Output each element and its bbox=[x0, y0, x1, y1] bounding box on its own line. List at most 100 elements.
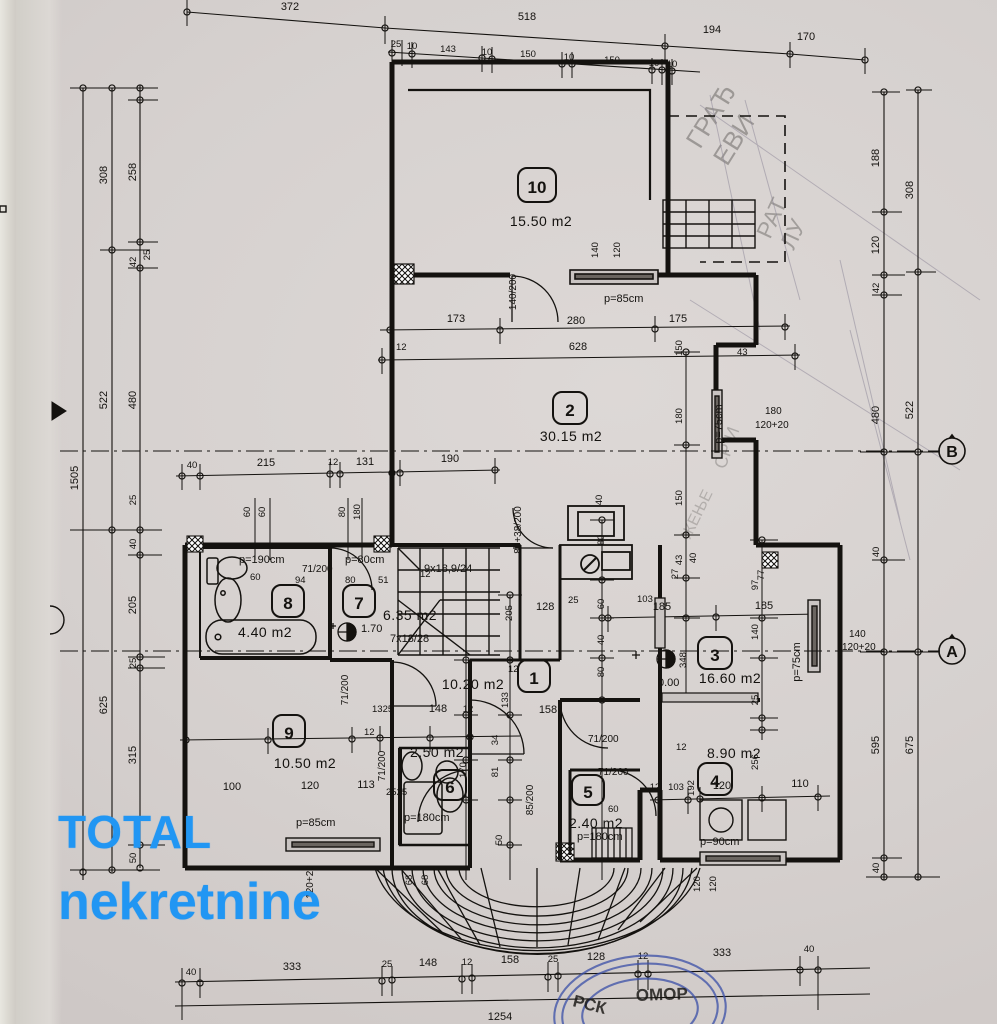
dim-v-40c: 40 bbox=[594, 495, 605, 506]
dim-bottom-25b: 25 bbox=[548, 954, 559, 965]
room-number-3: 3 bbox=[710, 646, 719, 665]
dim-v-140b: 140 bbox=[590, 242, 601, 258]
room-area-3: 16.60 m2 bbox=[699, 670, 761, 686]
room-label-10: 10 15.50 m2 bbox=[510, 167, 572, 229]
note-12-c: 12 bbox=[364, 727, 375, 738]
dim-v-60: 60 bbox=[596, 599, 607, 610]
dim-left-625: 625 bbox=[98, 696, 110, 714]
note-71-200-a: 71/200 bbox=[302, 564, 333, 575]
dim-int-256: 256 bbox=[750, 754, 761, 770]
dim-top-in-10a: 10 bbox=[407, 41, 418, 52]
dim-v-81: 81 bbox=[490, 767, 501, 778]
note-level-170: 1.70 bbox=[361, 623, 382, 635]
room-label-3: 3 16.60 m2 bbox=[697, 636, 761, 686]
room-number-8: 8 bbox=[283, 594, 292, 613]
note-71-200-d: 71/200 bbox=[598, 767, 629, 778]
dim-ticks-top-outer bbox=[183, 0, 869, 74]
note-120-e: 120 bbox=[708, 876, 719, 892]
room-number-10: 10 bbox=[528, 178, 547, 197]
note-25-mid: 25 bbox=[568, 595, 579, 606]
dim-v-205: 205 bbox=[504, 605, 515, 621]
dim-60a: 60 bbox=[242, 507, 253, 518]
dim-v-43: 43 bbox=[674, 555, 685, 566]
dim-v-170: 170 bbox=[458, 762, 469, 778]
dim-left-40: 40 bbox=[128, 539, 139, 550]
note-60-a: 60 bbox=[250, 572, 261, 583]
dim-left-205: 205 bbox=[127, 596, 139, 614]
room-area-10: 15.50 m2 bbox=[510, 213, 572, 229]
dim-bottom-333a: 333 bbox=[283, 961, 301, 973]
note-p80: p=80cm bbox=[345, 554, 384, 566]
room-area-7: 6.35 m2 bbox=[383, 607, 437, 623]
note-68-a: 68 bbox=[404, 875, 415, 886]
note-140-right: 140 bbox=[849, 629, 866, 640]
note-level-000: 0.00 bbox=[658, 677, 679, 689]
note-80-b: 80 bbox=[345, 575, 356, 586]
dim-line-bottom-total bbox=[174, 993, 871, 1007]
dim-int-175: 175 bbox=[669, 313, 687, 325]
dim-left-522: 522 bbox=[98, 391, 110, 409]
note-120-20-b: 120+20 bbox=[842, 642, 876, 653]
room-label-8: 8 4.40 m2 bbox=[238, 584, 305, 640]
door-swing-arcs bbox=[329, 275, 657, 823]
room-area-4: 8.90 m2 bbox=[707, 745, 761, 761]
dim-top-518: 518 bbox=[518, 11, 536, 23]
dim-bottom-158: 158 bbox=[501, 954, 519, 966]
grid-axis-label-B: B bbox=[946, 444, 958, 461]
dim-v-140a: 140 bbox=[750, 624, 761, 640]
room-number-1: 1 bbox=[529, 669, 538, 688]
left-axis-arrow-1 bbox=[51, 401, 67, 421]
dim-60b: 60 bbox=[257, 507, 268, 518]
note-p75-a: p=75cm bbox=[713, 404, 725, 443]
note-103: 103 bbox=[637, 594, 653, 605]
dim-top-170: 170 bbox=[797, 31, 815, 43]
note-12-a: 12 bbox=[420, 569, 431, 580]
dim-v-50: 50 bbox=[494, 835, 505, 846]
room-label-2: 2 30.15 m2 bbox=[540, 391, 602, 444]
room-area-6: 2.50 m2 bbox=[410, 744, 464, 760]
dim-int-280: 280 bbox=[567, 315, 585, 327]
dim-v-150b: 150 bbox=[674, 490, 685, 506]
note-120-d: 120 bbox=[692, 876, 703, 892]
note-12-b: 12 bbox=[676, 742, 687, 753]
room-number-6: 6 bbox=[445, 778, 454, 797]
dim-180a: 180 bbox=[352, 504, 363, 520]
dim-right-675: 675 bbox=[904, 736, 916, 754]
dim-right-308: 308 bbox=[904, 181, 916, 199]
dim-top-in-150a: 150 bbox=[520, 49, 536, 60]
svg-text:РСК: РСК bbox=[571, 991, 609, 1018]
axis-dash-dot-lines bbox=[60, 450, 940, 652]
dim-int-12: 12 bbox=[328, 457, 339, 468]
note-p90: p=90cm bbox=[700, 836, 739, 848]
room-label-4: 4 8.90 m2 bbox=[697, 745, 761, 796]
dim-top-in-150b: 150 bbox=[604, 55, 620, 66]
dim-bottom-148: 148 bbox=[419, 957, 437, 969]
dim-bottom-128: 128 bbox=[587, 951, 605, 963]
room-number-9: 9 bbox=[284, 724, 293, 743]
dim-int-110: 110 bbox=[791, 778, 809, 790]
dim-right-40b: 40 bbox=[871, 863, 882, 874]
dim-top-in-10b: 10 bbox=[482, 47, 493, 58]
note-60-b: 60 bbox=[608, 804, 619, 815]
note-68-b: 68 bbox=[420, 875, 431, 886]
dim-v-80: 80 bbox=[596, 667, 607, 678]
exterior-stairs bbox=[0, 199, 756, 249]
entrance-curved-steps bbox=[374, 867, 701, 955]
dim-left-42: 42 bbox=[128, 257, 139, 268]
dim-int-192: 192 bbox=[686, 780, 697, 796]
note-p85-bottom: p=85cm bbox=[296, 817, 335, 829]
dim-int-113: 113 bbox=[357, 779, 375, 791]
dim-top-372: 372 bbox=[281, 1, 299, 13]
dim-left-480: 480 bbox=[127, 391, 139, 409]
dim-top-in-10c: 10 bbox=[564, 52, 575, 63]
dim-top-in-10e: 10 bbox=[667, 59, 678, 70]
note-p190: p=190cm bbox=[239, 554, 285, 566]
dim-v-348: 348 bbox=[678, 652, 689, 668]
dim-int-120: 120 bbox=[301, 780, 319, 792]
note-stairs-7x: 7x18/28 bbox=[390, 633, 429, 645]
dim-v-25: 25 bbox=[750, 695, 761, 706]
note-94: 94 bbox=[295, 575, 306, 586]
dim-v-97: 97 bbox=[750, 580, 761, 591]
dim-v-80b: 80 bbox=[596, 535, 607, 546]
